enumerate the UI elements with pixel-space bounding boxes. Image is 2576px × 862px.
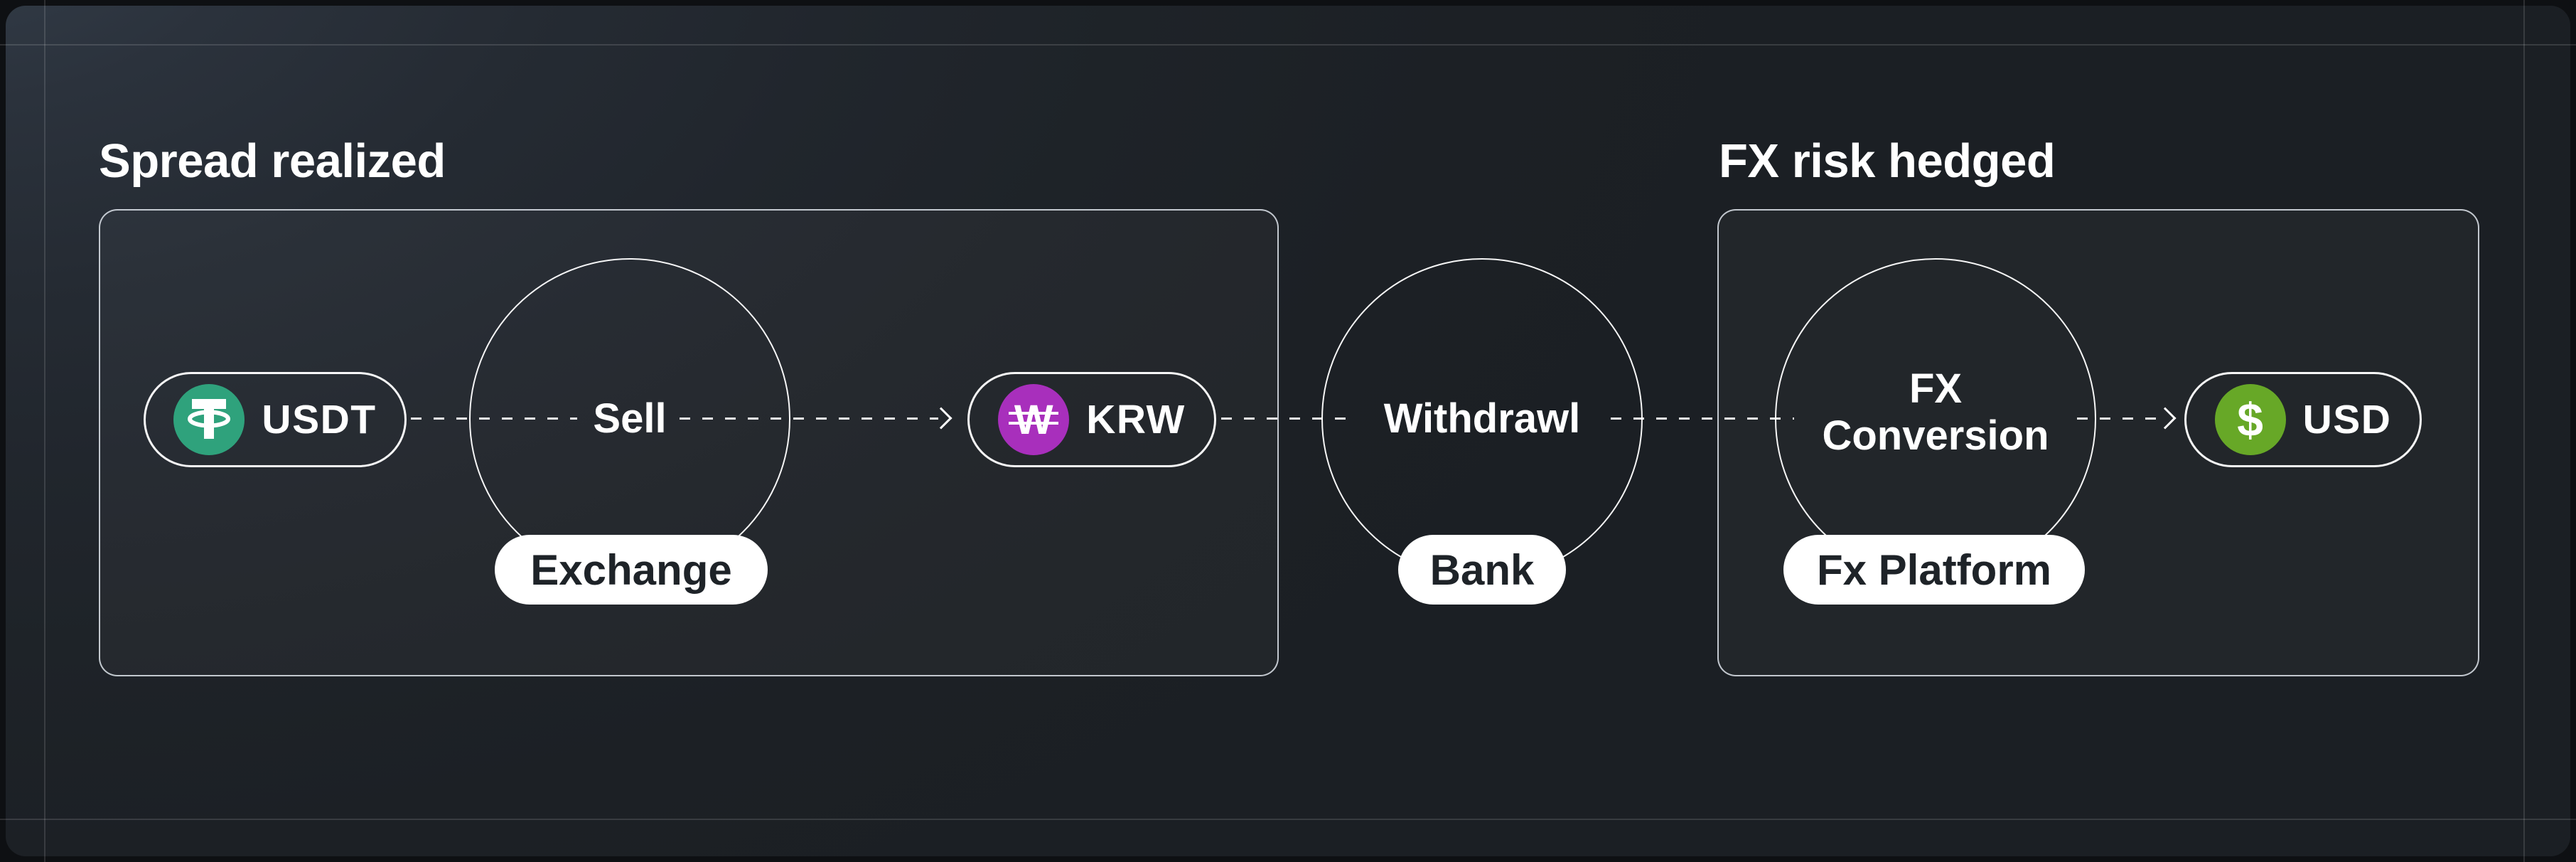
section-title-spread-realized: Spread realized <box>99 134 446 188</box>
grid-hairline-horizontal-top <box>0 44 2576 46</box>
exchange-tag: Exchange <box>495 535 768 605</box>
usd-label: USD <box>2302 397 2392 442</box>
won-icon: W <box>998 384 1070 455</box>
krw-currency-pill: W KRW <box>967 372 1216 467</box>
fx-conversion-label: FX Conversion <box>1822 366 2049 459</box>
tether-icon <box>173 384 245 455</box>
fx-conversion-label-line1: FX <box>1909 366 1963 412</box>
gradient-panel <box>6 6 2570 856</box>
usdt-label: USDT <box>262 397 377 442</box>
usd-currency-pill: $ USD <box>2184 372 2422 467</box>
spread-realized-group-box <box>99 209 1279 676</box>
withdrawl-label: Withdrawl <box>1383 395 1581 442</box>
grid-hairline-vertical-right <box>2523 0 2525 862</box>
dollar-icon: $ <box>2214 384 2286 455</box>
fx-platform-tag: Fx Platform <box>1783 535 2085 605</box>
dashed-connector-krw-to-withdrawl <box>1221 417 1353 420</box>
krw-label: KRW <box>1086 397 1186 442</box>
section-title-fx-risk-hedged: FX risk hedged <box>1719 134 2056 188</box>
grid-hairline-vertical-left <box>44 0 45 862</box>
sell-label: Sell <box>593 395 667 442</box>
fx-risk-hedged-group-box <box>1717 209 2479 676</box>
dashed-connector-fx-to-usd <box>2077 417 2167 420</box>
fx-conversion-label-line2: Conversion <box>1822 413 2049 459</box>
usdt-currency-pill: USDT <box>144 372 407 467</box>
grid-hairline-horizontal-bottom <box>0 819 2576 820</box>
dashed-connector-withdrawl-to-fx <box>1611 417 1794 420</box>
dashed-connector-sell-to-krw <box>680 417 938 420</box>
bank-tag: Bank <box>1398 535 1566 605</box>
